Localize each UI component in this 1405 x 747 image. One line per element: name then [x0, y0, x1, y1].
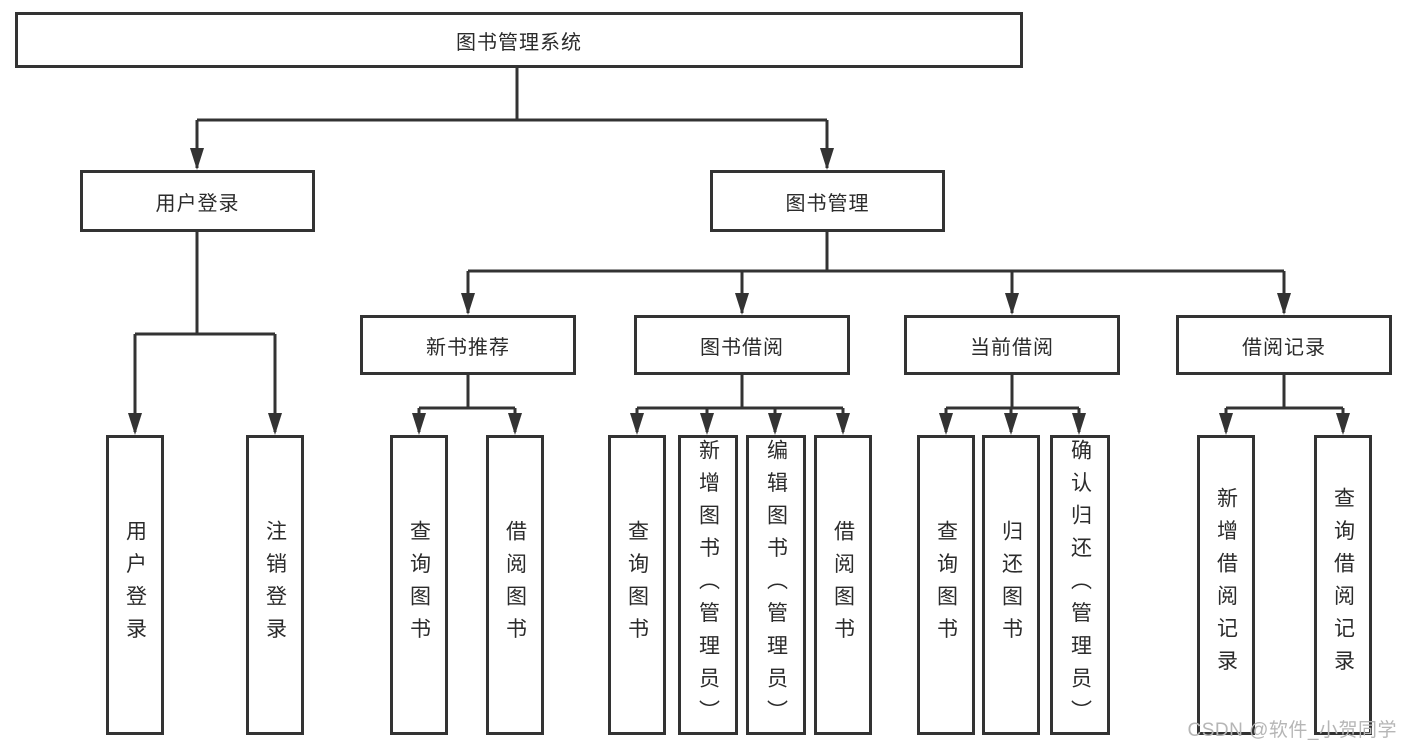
leaf-newbook-borrow-book-label: 借阅图书 [503, 519, 527, 651]
leaf-current-return-book: 归还图书 [982, 435, 1040, 735]
arrowhead [190, 148, 204, 170]
leaf-borrow-borrow-book: 借阅图书 [814, 435, 872, 735]
arrowhead [1336, 413, 1350, 435]
arrowhead [768, 413, 782, 435]
leaf-current-query-book: 查询图书 [917, 435, 975, 735]
connector-root-to-level2 [190, 66, 834, 170]
node-user-login-label: 用户登录 [155, 192, 240, 215]
leaf-user-login: 用户登录 [106, 435, 164, 735]
arrowhead [412, 413, 426, 435]
arrowhead [1004, 413, 1018, 435]
leaf-record-add-borrow-record-label: 新增借阅记录 [1214, 487, 1238, 683]
leaf-newbook-borrow-book: 借阅图书 [486, 435, 544, 735]
connector-borrowrecord-to-leaves [1219, 375, 1350, 435]
node-current-borrow: 当前借阅 [904, 315, 1120, 375]
node-current-borrow-label: 当前借阅 [970, 336, 1054, 359]
arrowhead [461, 293, 475, 315]
leaf-borrow-borrow-book-label: 借阅图书 [831, 519, 855, 651]
leaf-newbook-query-book: 查询图书 [390, 435, 448, 735]
node-borrow-record-label: 借阅记录 [1242, 336, 1326, 359]
leaf-record-query-borrow-record-label: 查询借阅记录 [1331, 487, 1355, 683]
arrowhead [735, 293, 749, 315]
leaf-borrow-add-book-admin-label: 新增图书（管理员） [696, 438, 720, 732]
arrowhead [1219, 413, 1233, 435]
csdn-watermark: CSDN @软件_小贺同学 [1187, 720, 1397, 741]
connector-bookborrow-to-leaves [630, 375, 850, 435]
leaf-borrow-query-book-label: 查询图书 [625, 519, 649, 651]
leaf-borrow-edit-book-admin: 编辑图书（管理员） [746, 435, 806, 735]
leaf-logout-label: 注销登录 [263, 519, 287, 651]
arrowhead [700, 413, 714, 435]
arrowhead [836, 413, 850, 435]
node-root-label: 图书管理系统 [456, 31, 582, 54]
leaf-newbook-query-book-label: 查询图书 [407, 519, 431, 651]
arrowhead [128, 413, 142, 435]
leaf-borrow-edit-book-admin-label: 编辑图书（管理员） [764, 438, 788, 732]
leaf-current-confirm-return-admin-label: 确认归还（管理员） [1068, 438, 1092, 732]
arrowhead [268, 413, 282, 435]
arrowhead [820, 148, 834, 170]
leaf-logout: 注销登录 [246, 435, 304, 735]
leaf-current-query-book-label: 查询图书 [934, 519, 958, 651]
leaf-record-query-borrow-record: 查询借阅记录 [1314, 435, 1372, 735]
node-book-management: 图书管理 [710, 170, 945, 232]
node-borrow-record: 借阅记录 [1176, 315, 1392, 375]
arrowhead [508, 413, 522, 435]
connector-userlogin-to-leaves [128, 232, 282, 435]
leaf-record-add-borrow-record: 新增借阅记录 [1197, 435, 1255, 735]
leaf-borrow-add-book-admin: 新增图书（管理员） [678, 435, 738, 735]
node-user-login: 用户登录 [80, 170, 315, 232]
arrowhead [1072, 413, 1086, 435]
node-book-management-label: 图书管理 [785, 192, 870, 215]
arrowhead [1277, 293, 1291, 315]
arrowhead [1005, 293, 1019, 315]
leaf-current-confirm-return-admin: 确认归还（管理员） [1050, 435, 1110, 735]
node-book-borrow-label: 图书借阅 [700, 336, 784, 359]
arrowhead [939, 413, 953, 435]
leaf-borrow-query-book: 查询图书 [608, 435, 666, 735]
connector-currentborrow-to-leaves [939, 375, 1086, 435]
node-book-borrow: 图书借阅 [634, 315, 850, 375]
arrowhead [630, 413, 644, 435]
connector-bookmgmt-to-level3 [461, 232, 1291, 315]
node-new-book-recommend: 新书推荐 [360, 315, 576, 375]
leaf-current-return-book-label: 归还图书 [999, 519, 1023, 651]
node-root: 图书管理系统 [15, 12, 1023, 68]
leaf-user-login-label: 用户登录 [123, 519, 147, 651]
node-new-book-recommend-label: 新书推荐 [426, 336, 510, 359]
connector-newbook-to-leaves [412, 375, 522, 435]
